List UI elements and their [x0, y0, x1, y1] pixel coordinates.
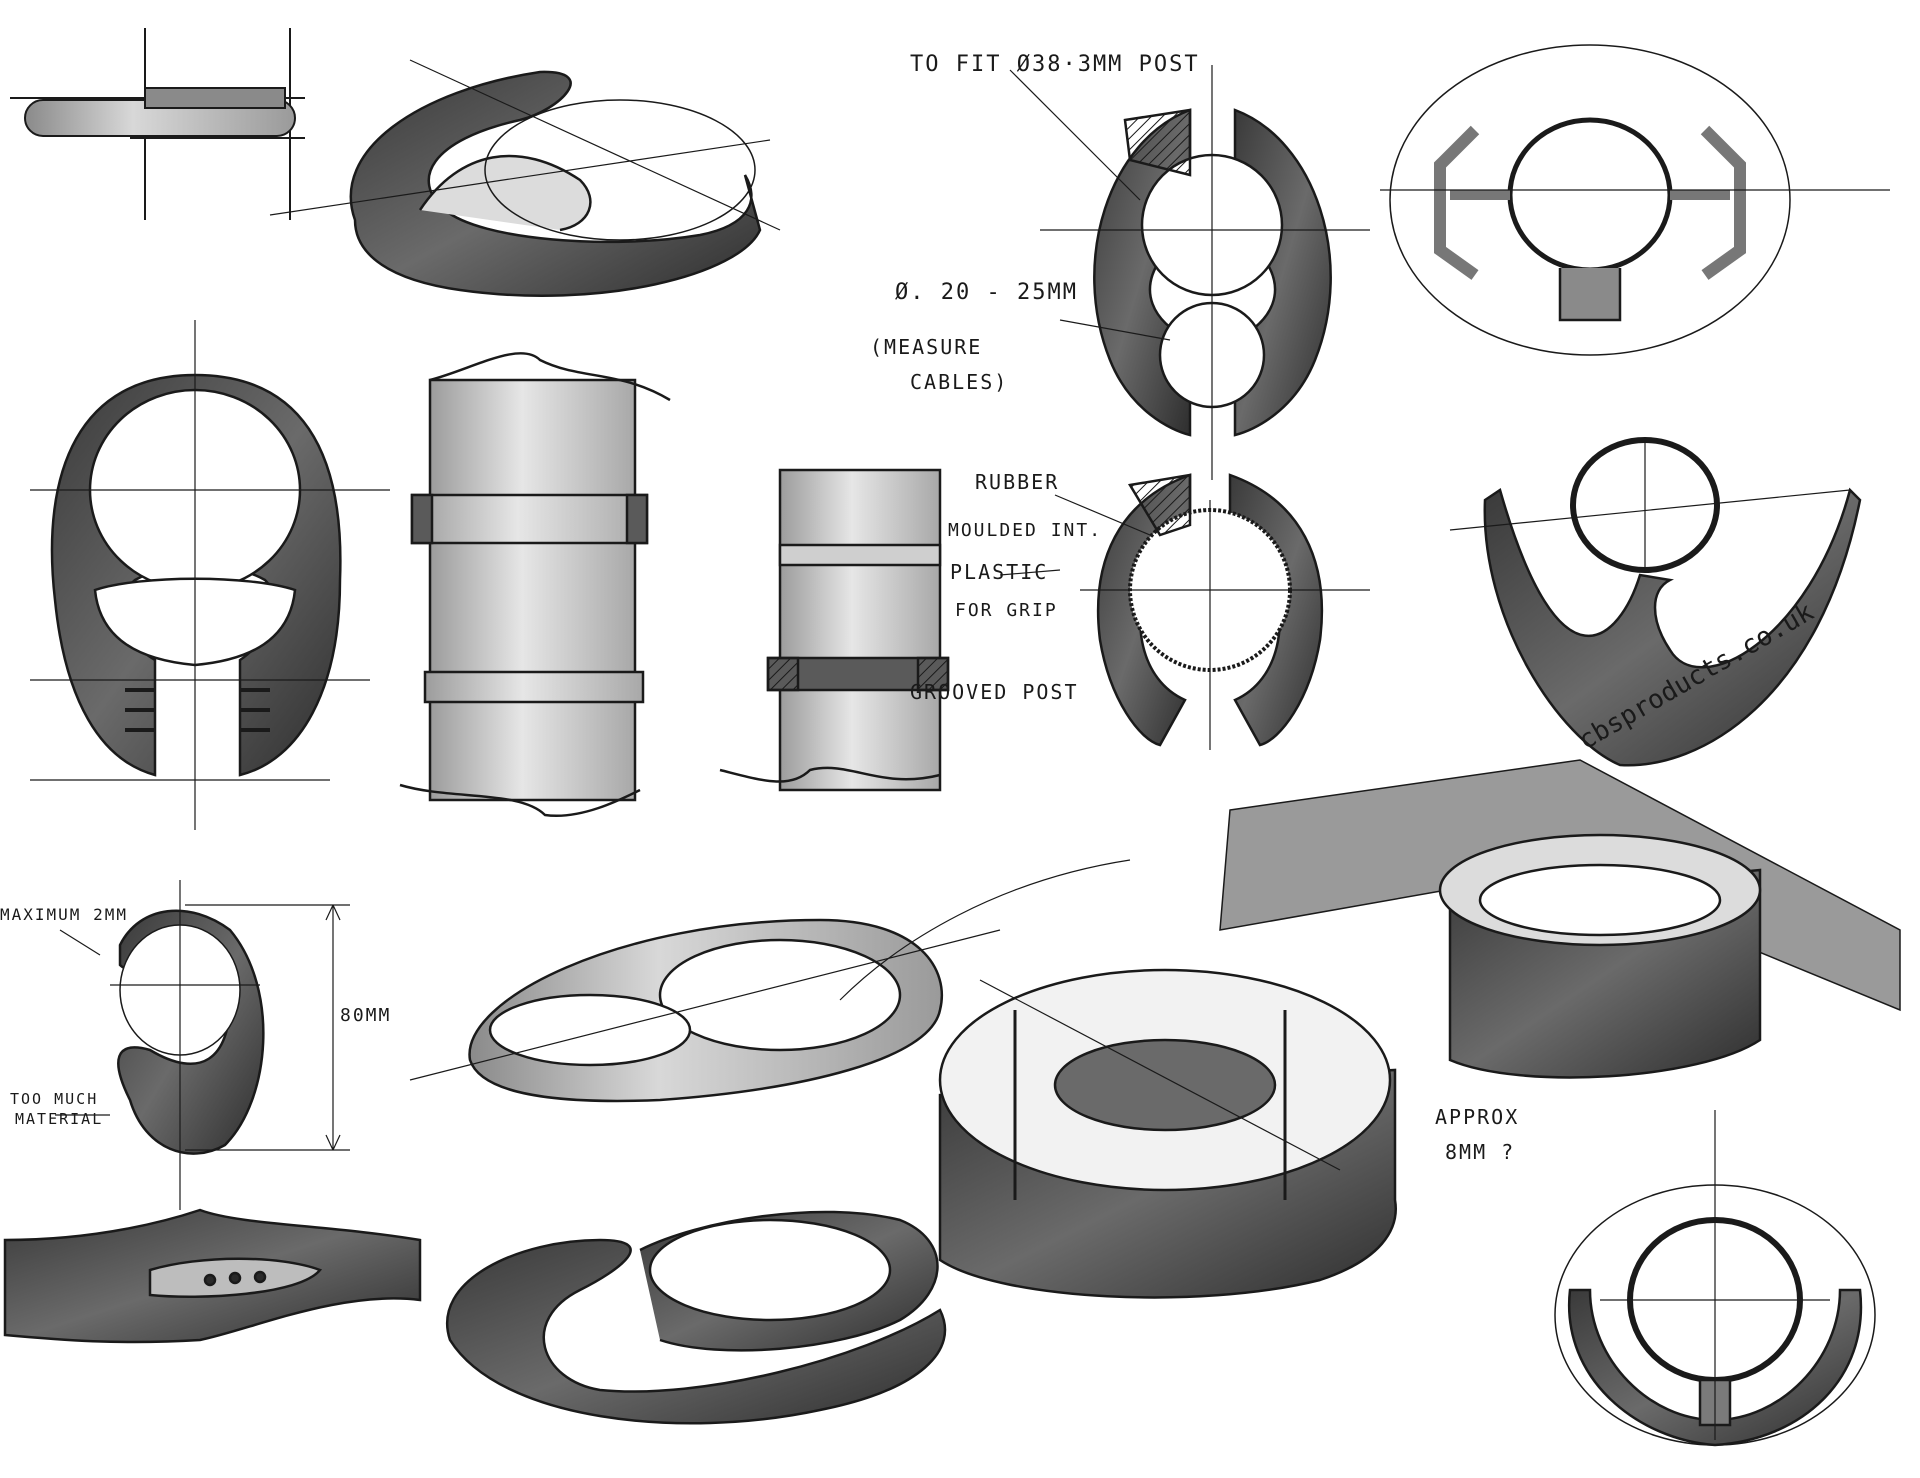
rubber-note-3: Plastic: [950, 560, 1049, 584]
rubber-note-4: for grip: [955, 600, 1058, 621]
clip-perspective-sketch: [269, 59, 781, 297]
y-clip-sketch: [1449, 437, 1862, 767]
ring-on-post-sketch: [1219, 759, 1901, 1079]
small-c-clip-sketch: [110, 880, 350, 1210]
post-fit-note: To fit Ø38·3mm Post: [910, 52, 1200, 77]
curved-base-sketch: [3, 1208, 422, 1344]
clip-perspective-lower-sketch: [446, 1210, 947, 1425]
measure-cables-note-2: Cables): [910, 370, 1009, 394]
round-clip-sketch: [1554, 1110, 1876, 1447]
grooved-post-note: Grooved Post: [910, 680, 1079, 704]
approx-note-2: 8mm ?: [1445, 1140, 1516, 1164]
grooved-post-section-sketch: [719, 468, 950, 792]
too-much-note-1: Too much: [10, 1090, 99, 1108]
ring-spoke-sketch: [1380, 44, 1890, 356]
cable-diameter-note: Ø. 20 - 25mm: [895, 280, 1078, 305]
rubber-note-1: Rubber: [975, 470, 1060, 494]
maximum-note: Maximum 2mm: [0, 905, 128, 924]
oval-clip-front-sketch: [30, 320, 390, 830]
rubber-note-2: Moulded int.: [948, 520, 1103, 541]
rubber-clip-sketch: [1080, 473, 1370, 750]
too-much-note-2: material: [15, 1110, 104, 1128]
grooved-post-sketch: [399, 352, 671, 818]
measure-cables-note-1: (Measure: [870, 335, 983, 359]
double-ring-clip-sketch: [409, 918, 1001, 1103]
approx-note-1: Approx: [1435, 1105, 1520, 1129]
cylinder-clip-sketch: [938, 968, 1397, 1299]
height-note: 80mm: [340, 1005, 392, 1026]
clip-side-view-sketch: [10, 28, 305, 220]
leader-lines: [55, 69, 1171, 1116]
split-clip-top-sketch: [1040, 65, 1370, 480]
